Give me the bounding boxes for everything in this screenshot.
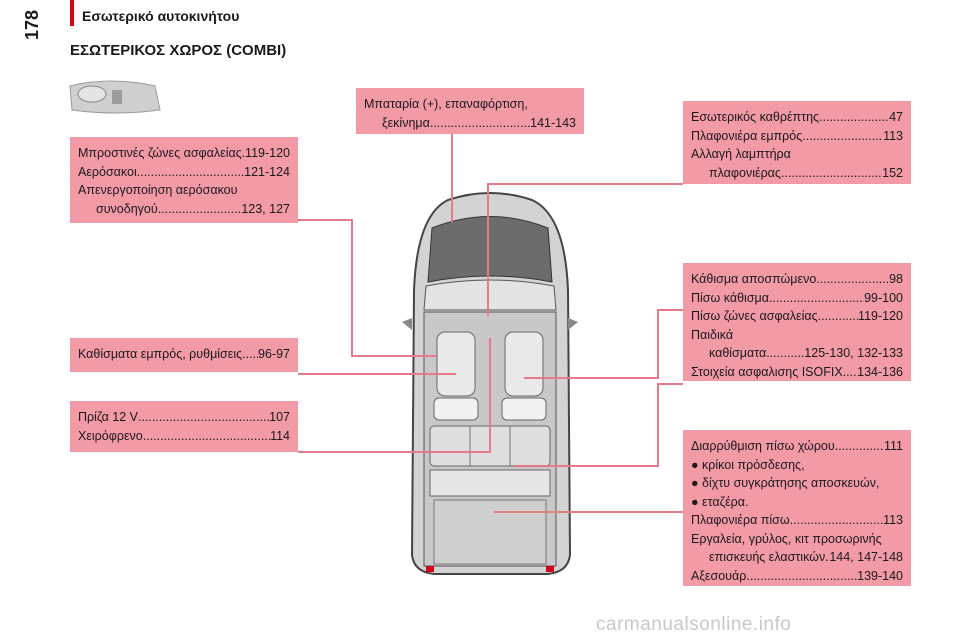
leader-socket (298, 338, 491, 453)
list-item: Χειρόφρενο114 (78, 427, 290, 446)
watermark: carmanualsonline.info (596, 614, 792, 635)
callout-front-safety: Μπροστινές ζώνες ασφαλείας119-120 Αερόσα… (70, 137, 298, 223)
chapter-title: Εσωτερικό αυτοκινήτου (82, 8, 240, 24)
list-item: Μπροστινές ζώνες ασφαλείας119-120 (78, 144, 290, 163)
bullet-item: ● δίχτυ συγκράτησης αποσκευών, (691, 476, 880, 490)
callout-battery: Μπαταρία (+), επαναφόρτιση, ξεκίνημα141-… (356, 88, 584, 134)
list-item: Πλαφονιέρα εμπρός113 (691, 127, 903, 146)
list-item: καθίσματα125-130, 132-133 (691, 344, 903, 363)
list-item: συνοδηγού123, 127 (78, 200, 290, 219)
leader-safety-front (298, 219, 436, 357)
list-item: Πίσω κάθισμα99-100 (691, 289, 903, 308)
callout-rear-seats: Κάθισμα αποσπώμενο98 Πίσω κάθισμα99-100 … (683, 263, 911, 381)
callout-rear-space: Διαρρύθμιση πίσω χώρου111 ● κρίκοι πρόσδ… (683, 430, 911, 586)
list-item: Πρίζα 12 V107 (78, 408, 290, 427)
leader-mirror (487, 183, 683, 316)
list-item: Εργαλεία, γρύλος, κιτ προσωρινής (691, 531, 882, 546)
list-item: Καθίσματα εμπρός, ρυθμίσεις96-97 (78, 345, 290, 364)
callout-socket: Πρίζα 12 V107 Χειρόφρενο114 (70, 401, 298, 452)
list-item: Παιδικά (691, 327, 734, 342)
leader-rear-space (514, 383, 683, 467)
list-item: Αλλαγή λαμπτήρα (691, 147, 791, 161)
list-item: Εσωτερικός καθρέπτης47 (691, 108, 903, 127)
list-item: Πίσω ζώνες ασφαλείας119-120 (691, 307, 903, 326)
leader-lines (298, 132, 683, 513)
list-item: Κάθισμα αποσπώμενο98 (691, 270, 903, 289)
list-item: επισκευής ελαστικών144, 147-148 (691, 548, 903, 567)
bullet-item: ● κρίκοι πρόσδεσης, (691, 457, 805, 472)
callout-mirror-lights: Εσωτερικός καθρέπτης47 Πλαφονιέρα εμπρός… (683, 101, 911, 184)
list-item: Διαρρύθμιση πίσω χώρου111 (691, 437, 903, 456)
list-item: Αξεσουάρ139-140 (691, 567, 903, 586)
callout-front-seats: Καθίσματα εμπρός, ρυθμίσεις96-97 (70, 338, 298, 372)
dashboard-thumbnail (69, 80, 161, 114)
list-item: πλαφονιέρας152 (691, 164, 903, 183)
header-accent-bar (70, 0, 74, 26)
bullet-item: ● εταζέρα. (691, 494, 749, 509)
battery-line2: ξεκίνημα141-143 (364, 114, 576, 133)
list-item: Στοιχεία ασφαλισης ISOFIX134-136 (691, 363, 903, 382)
list-item: Αερόσακοι121-124 (78, 163, 290, 182)
battery-line1: Μπαταρία (+), επαναφόρτιση, (364, 97, 528, 111)
leader-rear-seats (524, 309, 683, 379)
list-item: Απενεργοποίηση αερόσακου (78, 183, 238, 197)
list-item: Πλαφονιέρα πίσω113 (691, 511, 903, 530)
section-title: ΕΣΩΤΕΡΙΚΟΣ ΧΩΡΟΣ (COMBI) (70, 42, 287, 59)
